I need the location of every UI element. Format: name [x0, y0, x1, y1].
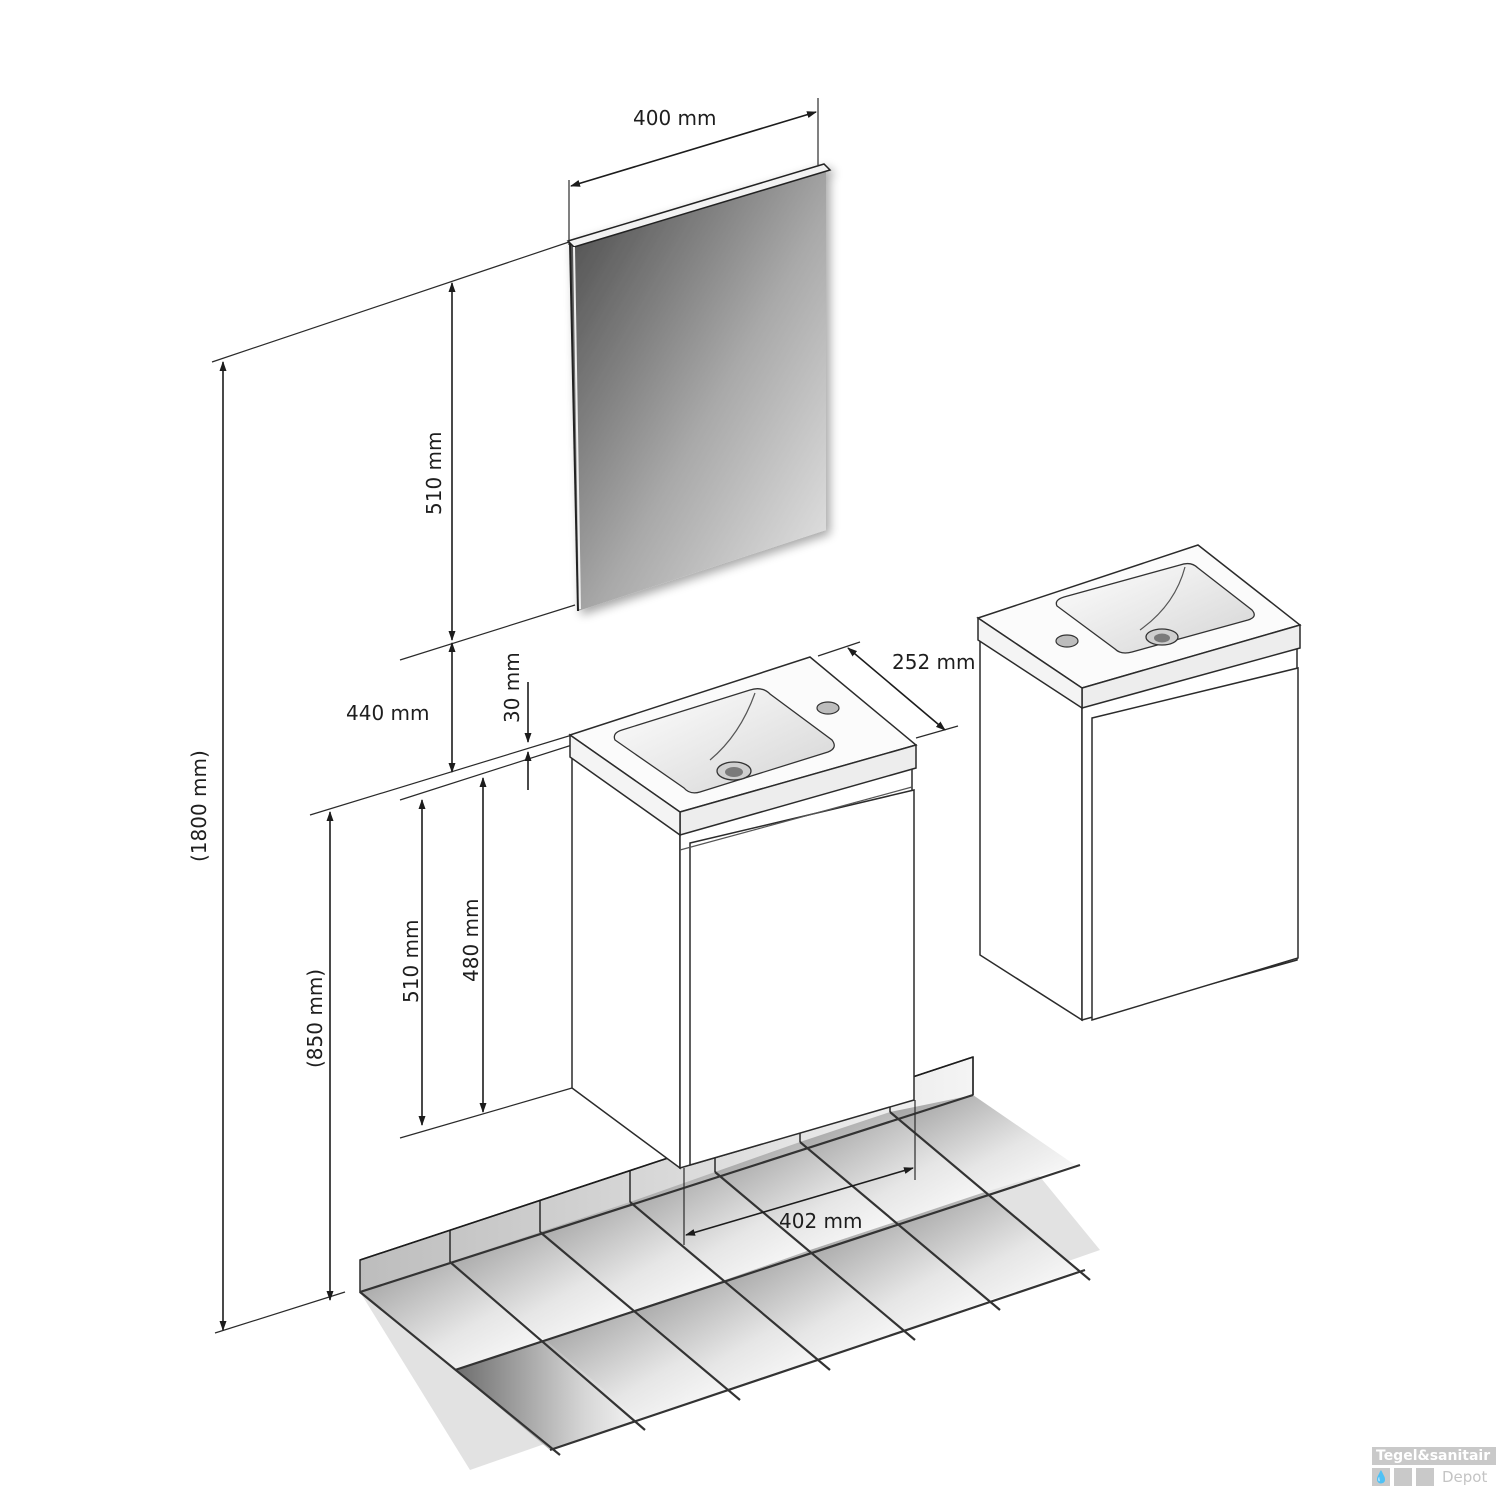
label-gap-mirror-basin: 440 mm	[346, 701, 430, 725]
tile-square-icon	[1394, 1468, 1412, 1486]
label-basin-depth: 252 mm	[892, 650, 976, 674]
dimension-lines	[219, 98, 959, 1331]
label-basin-thickness: 30 mm	[500, 652, 524, 723]
label-cabinet-width: 402 mm	[779, 1209, 863, 1233]
water-drop-icon: 💧	[1372, 1468, 1390, 1486]
label-door-height: 480 mm	[459, 899, 483, 983]
label-mirror-height: 510 mm	[422, 432, 446, 516]
label-cabinet-height: 510 mm	[399, 920, 423, 1004]
tiled-floor	[359, 1055, 1100, 1470]
label-floor-to-basin: (850 mm)	[303, 969, 327, 1068]
watermark-brand-name: Tegel&sanitair	[1372, 1447, 1496, 1465]
side-cabinet	[976, 544, 1302, 1022]
reference-lines	[211, 239, 576, 1334]
label-mirror-width: 400 mm	[633, 106, 717, 130]
mirror	[566, 163, 832, 612]
watermark-depot: Depot	[1442, 1468, 1488, 1486]
tile-square-icon	[1416, 1468, 1434, 1486]
label-overall-height: (1800 mm)	[187, 750, 211, 862]
dimension-labels: 400 mm 510 mm 440 mm 30 mm 252 mm (1800 …	[187, 106, 976, 1233]
brand-watermark: Tegel&sanitair 💧 Depot	[1372, 1447, 1496, 1495]
front-cabinet	[568, 656, 918, 1170]
